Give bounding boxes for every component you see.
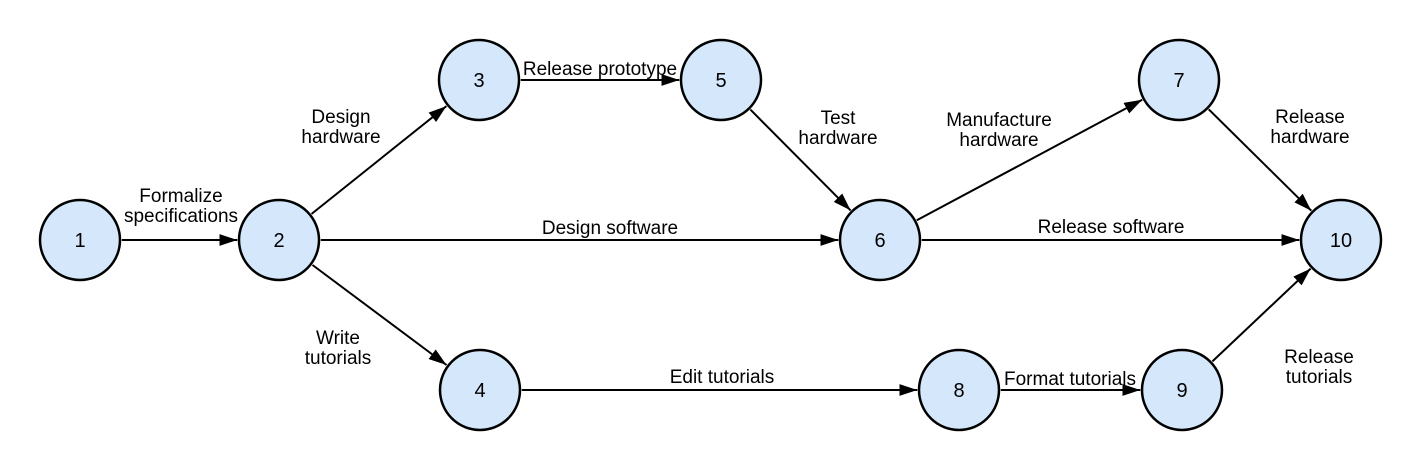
node-1: 1 <box>38 198 122 282</box>
edge-6-10-label: Release software <box>1038 217 1185 238</box>
node-2-circle <box>237 198 321 282</box>
node-8-number: 8 <box>953 380 964 402</box>
node-8: 8 <box>917 348 1001 432</box>
node-1-number: 1 <box>74 230 85 252</box>
node-6-number: 6 <box>874 230 885 252</box>
node-7-circle <box>1137 38 1221 122</box>
edge-7-10 <box>1207 108 1313 212</box>
node-9-number: 9 <box>1176 380 1187 402</box>
node-4: 4 <box>438 348 522 432</box>
node-9-circle <box>1140 348 1224 432</box>
node-4-number: 4 <box>474 380 485 402</box>
node-2-number: 2 <box>273 230 284 252</box>
edge-6-7 <box>916 98 1143 222</box>
edge-2-3 <box>310 105 448 215</box>
edge-2-6-label: Design software <box>542 218 678 239</box>
edge-8-9-label: Format tutorials <box>1004 369 1136 390</box>
edge-2-4 <box>311 264 448 366</box>
edge-5-6 <box>749 108 852 212</box>
edge-3-5-label: Release prototype <box>523 59 677 80</box>
edges-layer <box>121 74 1313 396</box>
node-9: 9 <box>1140 348 1224 432</box>
node-5-circle <box>679 38 763 122</box>
node-6-circle <box>838 198 922 282</box>
node-3: 3 <box>437 38 521 122</box>
nodes-layer: 1 2 3 4 5 6 7 8 9 10 <box>38 38 1383 432</box>
edge-4-8-label: Edit tutorials <box>670 367 775 388</box>
node-4-circle <box>438 348 522 432</box>
node-3-number: 3 <box>473 70 484 92</box>
node-2: 2 <box>237 198 321 282</box>
node-3-circle <box>437 38 521 122</box>
node-1-circle <box>38 198 122 282</box>
node-7-number: 7 <box>1173 70 1184 92</box>
node-10-number: 10 <box>1330 230 1352 252</box>
node-8-circle <box>917 348 1001 432</box>
node-10: 10 <box>1299 198 1383 282</box>
node-7: 7 <box>1137 38 1221 122</box>
node-6: 6 <box>838 198 922 282</box>
node-5: 5 <box>679 38 763 122</box>
node-5-number: 5 <box>715 70 726 92</box>
edge-9-10 <box>1211 267 1312 363</box>
node-10-circle <box>1299 198 1383 282</box>
